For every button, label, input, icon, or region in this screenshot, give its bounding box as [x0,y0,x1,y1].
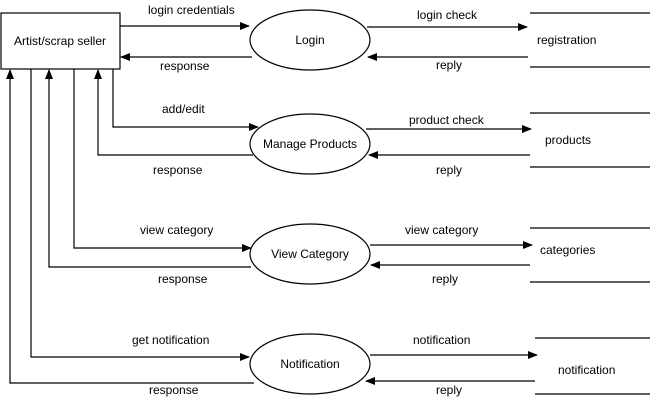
store-categories: categories [530,227,650,283]
store-notification-label: notification [558,363,615,377]
flow-add-edit-label: add/edit [162,102,205,116]
entity-label: Artist/scrap seller [14,34,106,48]
store-products: products [530,112,650,168]
flow-login-check-label: login check [417,8,478,22]
store-notification: notification [535,337,650,395]
flow-get-notification-label: get notification [132,333,209,347]
process-manage-products: Manage Products [249,113,371,175]
flow-notification-response-arrow [5,69,254,384]
store-categories-label: categories [540,243,595,257]
flow-product-check-label: product check [409,113,485,127]
process-notification-label: Notification [280,357,339,371]
flow-view-category-label: view category [140,223,213,237]
process-login: Login [249,9,371,71]
process-notification: Notification [249,333,371,395]
flow-notification-store-label: notification [413,333,470,347]
flow-category-reply-label: reply [432,272,458,286]
flow-add-edit-arrow [112,69,259,131]
flow-view-category-response-label: response [158,272,208,286]
process-manage-products-label: Manage Products [263,137,357,151]
flow-view-category-store-label: view category [405,223,478,237]
flow-view-category-response-arrow [45,69,251,268]
flow-view-category-arrow [73,69,252,252]
flow-manage-response-arrow [94,69,253,156]
process-login-label: Login [295,33,324,47]
flow-manage-response-label: response [153,163,203,177]
flow-login-credentials-label: login credentials [148,3,235,17]
flow-login-reply-label: reply [436,58,462,72]
flow-notification-reply-label: reply [436,383,462,397]
flow-notification-response-label: response [149,383,199,397]
flow-login-response-label: response [160,59,210,73]
flow-get-notification-arrow [30,69,250,361]
flow-product-reply-label: reply [436,163,462,177]
store-products-label: products [545,133,591,147]
process-view-category: View Category [249,223,371,285]
store-registration: registration [530,12,650,68]
process-view-category-label: View Category [271,247,349,261]
store-registration-label: registration [537,33,596,47]
entity-artist-scrap-seller: Artist/scrap seller [0,12,121,70]
